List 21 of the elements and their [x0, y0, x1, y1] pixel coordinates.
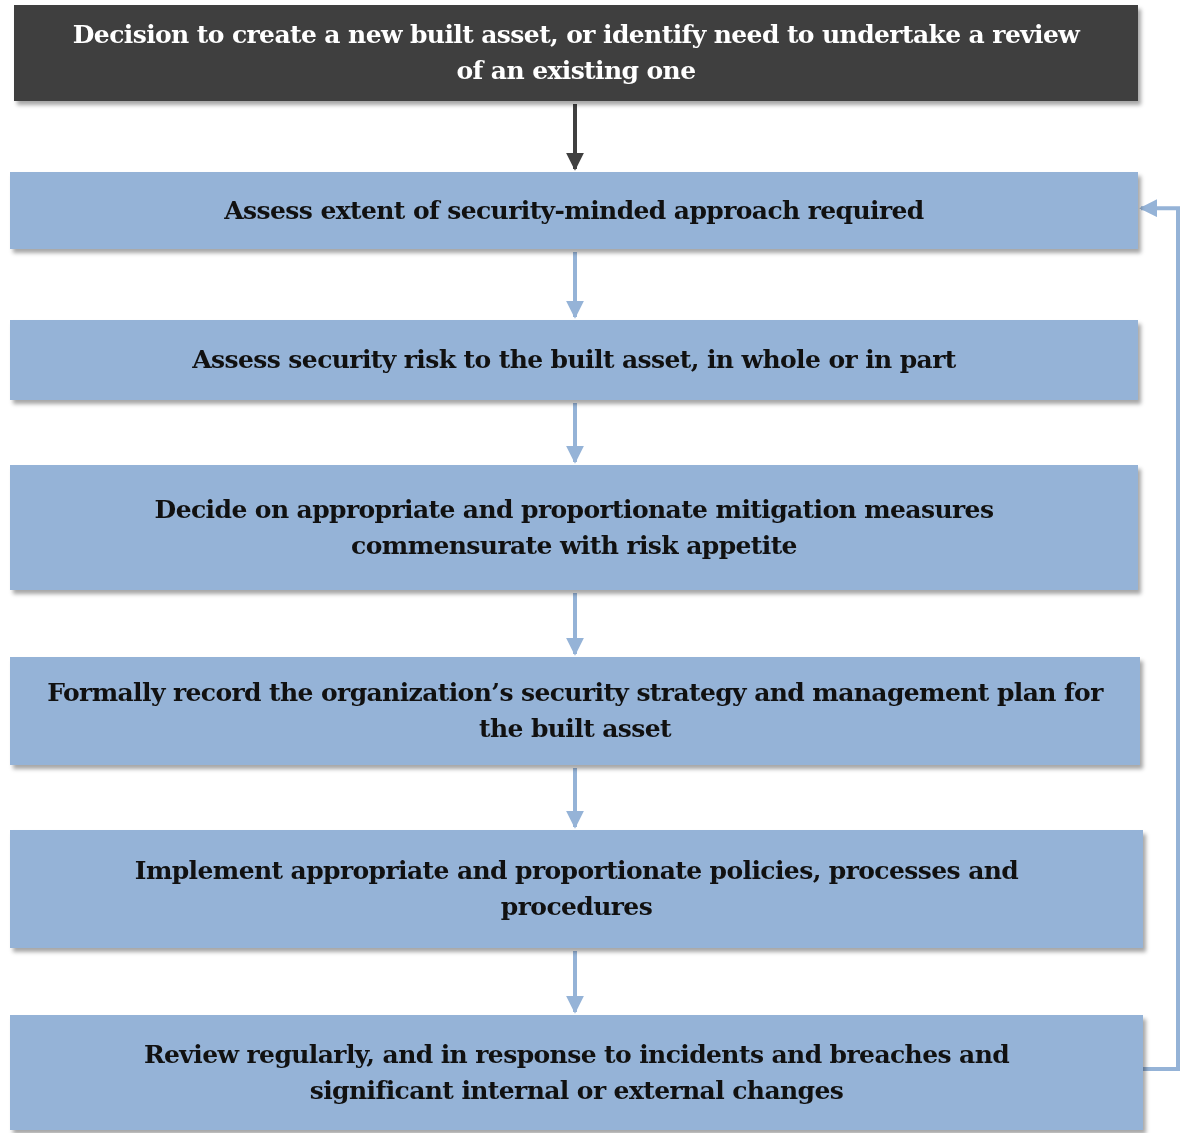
process-box [10, 172, 1138, 249]
step-text: Decision to create a new built asset, or identify need to undertake a review of an existing one [71, 19, 1082, 87]
step-text: Decide on appropriate and proportionate mitigation measures commensurate with risk appetite [153, 493, 995, 562]
arrow [566, 403, 584, 464]
arrow [566, 768, 584, 829]
step-text: Assess extent of security-minded approach required [224, 194, 924, 227]
arrow [566, 252, 584, 319]
process-box [10, 657, 1140, 765]
step-text: Assess security risk to the built asset, in whole or in part [192, 344, 956, 376]
step-text: Formally record the organization’s security strategy and management plan for the built asset [46, 677, 1105, 745]
arrow [566, 104, 584, 171]
feedback-arrow [1139, 199, 1180, 1072]
process-box [10, 1015, 1143, 1130]
step-text: Review regularly, and in response to incidents and breaches and significant internal or external changes [142, 1038, 1011, 1107]
process-box [10, 830, 1143, 948]
start-box [14, 5, 1138, 101]
step-text: Implement appropriate and proportionate policies, processes and procedures [133, 855, 1020, 923]
process-box [10, 320, 1138, 400]
arrow [566, 951, 584, 1014]
process-box [10, 465, 1138, 590]
arrow [566, 593, 584, 656]
